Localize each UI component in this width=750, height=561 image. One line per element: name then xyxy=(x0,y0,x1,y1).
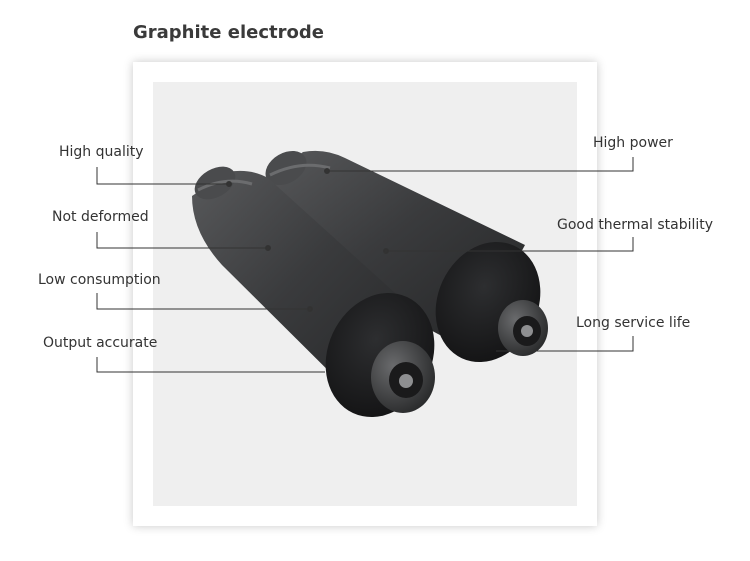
leader-not-deformed xyxy=(96,232,271,251)
leader-high-power xyxy=(324,157,634,174)
electrode-back xyxy=(262,150,548,363)
leader-output-accurate xyxy=(96,357,325,373)
leader-low-consumption xyxy=(96,293,313,312)
label-low-consumption: Low consumption xyxy=(38,272,161,288)
leader-service-life xyxy=(496,336,634,352)
electrode-front xyxy=(192,166,435,418)
leader-high-quality xyxy=(96,167,232,187)
label-not-deformed: Not deformed xyxy=(52,209,149,225)
label-long-service-life: Long service life xyxy=(576,315,691,331)
label-high-power: High power xyxy=(593,135,673,151)
label-good-thermal-stability: Good thermal stability xyxy=(557,217,714,233)
page-title: Graphite electrode xyxy=(133,22,324,43)
leader-thermal-stability xyxy=(383,237,634,254)
label-output-accurate: Output accurate xyxy=(43,335,158,351)
label-high-quality: High quality xyxy=(59,144,144,160)
